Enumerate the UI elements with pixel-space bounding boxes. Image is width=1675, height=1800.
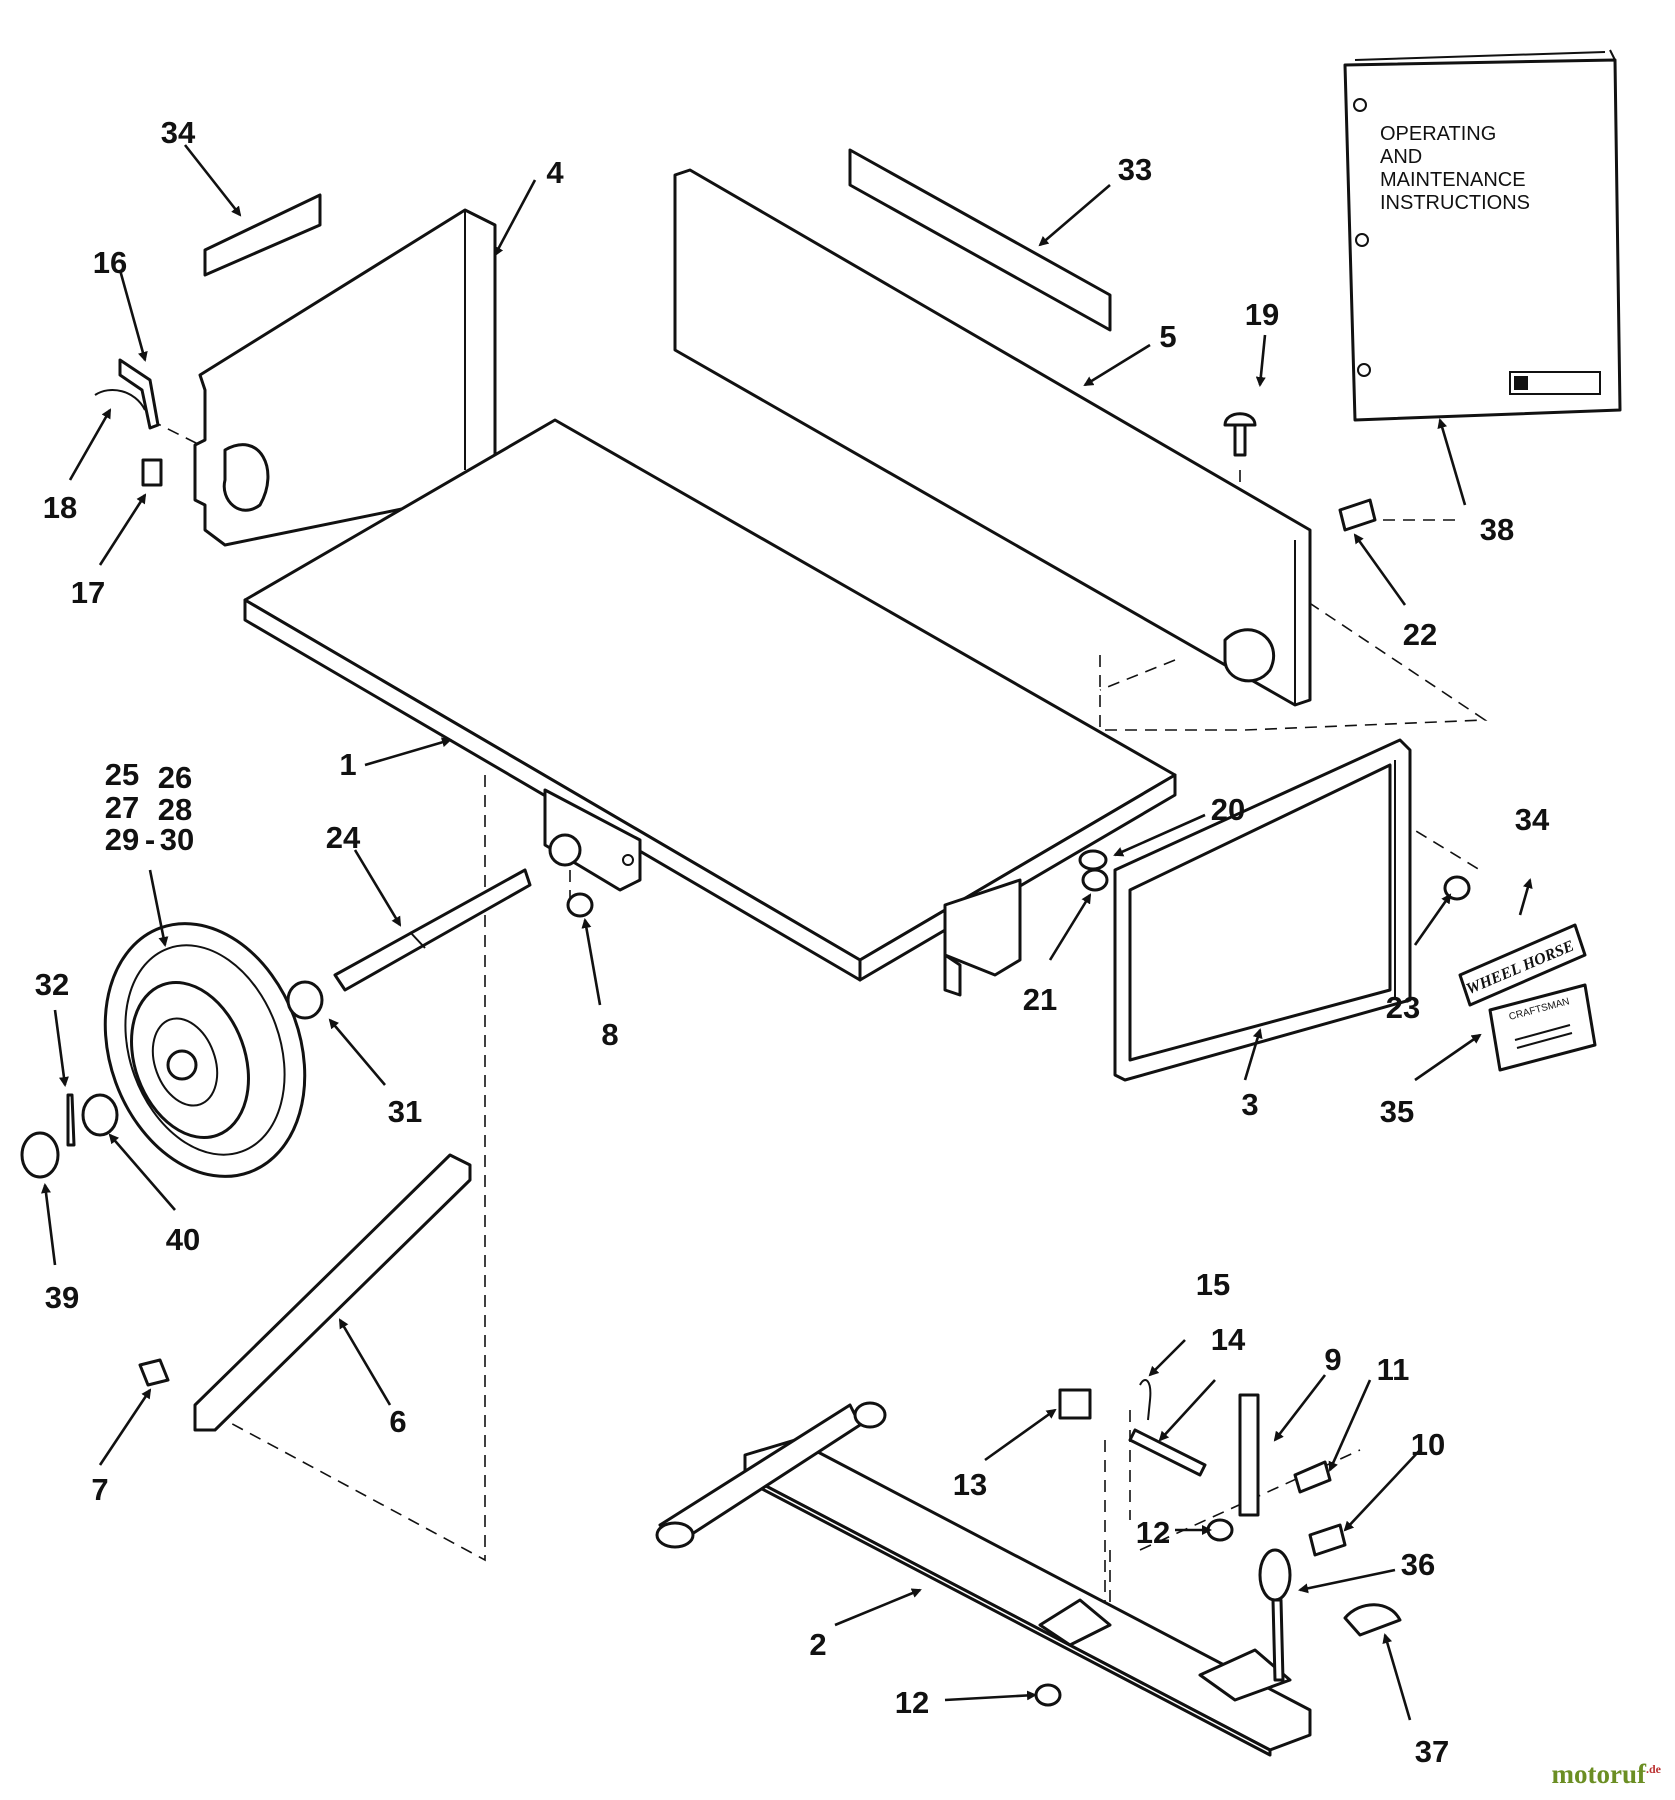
callout-33: 33 (1118, 152, 1152, 187)
wheel-washer-inner (286, 980, 324, 1020)
pin-15 (1139, 1379, 1152, 1421)
spring-17 (141, 458, 163, 487)
callout-29: 29 (105, 822, 139, 857)
callout-12-upper: 12 (1136, 1515, 1170, 1550)
hitch-hardware (1034, 1379, 1402, 1707)
callout-32: 32 (35, 967, 69, 1002)
callout-31: 31 (388, 1094, 422, 1129)
hub-cap (20, 1131, 60, 1179)
nut-8 (566, 892, 594, 918)
callout-12-lower: 12 (895, 1685, 929, 1720)
callout-labels: 1 2 3 4 5 6 7 8 9 10 11 12 12 13 14 15 1… (35, 115, 1550, 1769)
callout-14: 14 (1211, 1322, 1246, 1357)
callout-35: 35 (1380, 1094, 1414, 1129)
callout-40: 40 (166, 1222, 200, 1257)
hardware (94, 358, 1471, 1387)
side-decal-strip (848, 148, 1112, 332)
operating-manual: OPERATING AND MAINTENANCE INSTRUCTIONS (1343, 49, 1622, 422)
callout-19: 19 (1245, 297, 1279, 332)
callout-25: 25 (105, 757, 139, 792)
bolt-11 (1293, 1460, 1332, 1494)
nut-21 (1081, 868, 1109, 892)
watermark: motoruf.de (1552, 1759, 1661, 1790)
hitch-clip-37 (1343, 1603, 1402, 1637)
callout-27: 27 (105, 790, 139, 825)
callout-13: 13 (953, 1467, 987, 1502)
manual-title-line4: INSTRUCTIONS (1380, 192, 1530, 214)
cart-bed (243, 418, 1177, 997)
left-end-panel (193, 208, 497, 547)
callout-38: 38 (1480, 512, 1514, 547)
callout-1: 1 (339, 747, 356, 782)
callout-21: 21 (1023, 982, 1057, 1017)
wheel-washer-outer (81, 1093, 119, 1137)
tongue (655, 1401, 1312, 1757)
manual-title-line1: OPERATING (1380, 123, 1496, 145)
callout-10: 10 (1411, 1427, 1445, 1462)
callout-7: 7 (91, 1472, 108, 1507)
side-panel (673, 168, 1312, 707)
watermark-text: motoruf (1551, 1759, 1646, 1789)
callout-17: 17 (71, 575, 105, 610)
spring-13 (1058, 1388, 1092, 1420)
axle (333, 868, 532, 992)
callout-28: 28 (158, 792, 192, 827)
callout-34-top: 34 (161, 115, 196, 150)
watermark-suffix: .de (1646, 1762, 1661, 1776)
nut-12b (1034, 1683, 1062, 1707)
callout-22: 22 (1403, 617, 1437, 652)
callout-24: 24 (326, 820, 361, 855)
callout-3: 3 (1241, 1087, 1258, 1122)
bolt-10 (1308, 1523, 1347, 1557)
callout-26: 26 (158, 760, 192, 795)
latch-plate-9 (1238, 1393, 1260, 1517)
callout-23: 23 (1386, 990, 1420, 1025)
callout-16: 16 (93, 245, 127, 280)
hitch-pin-16 (118, 358, 160, 430)
callout-18: 18 (43, 490, 77, 525)
callout-6: 6 (389, 1404, 406, 1439)
hairpin-18 (94, 389, 146, 411)
pin-14 (1128, 1428, 1207, 1477)
wheel-assembly (103, 922, 307, 1178)
callout-15: 15 (1196, 1267, 1230, 1302)
bolt-22 (1338, 498, 1377, 532)
manual-logo (1509, 371, 1601, 395)
callout-8: 8 (601, 1017, 618, 1052)
callout-9: 9 (1324, 1342, 1341, 1377)
callout-39: 39 (45, 1280, 79, 1315)
callout-2: 2 (809, 1627, 826, 1662)
carriage-bolt-19 (1223, 412, 1257, 457)
hitch-pin-ring-36 (1258, 1548, 1292, 1602)
callout-arrows (41, 144, 1533, 1721)
callout-29-30-dash: - (145, 822, 155, 857)
callout-36: 36 (1401, 1547, 1435, 1582)
manual-title-line2: AND (1380, 146, 1422, 168)
left-decal-strip (203, 193, 322, 277)
callout-4: 4 (546, 155, 564, 190)
bolt-7 (138, 1358, 170, 1387)
nut-12a (1206, 1518, 1234, 1542)
callout-37: 37 (1415, 1734, 1449, 1769)
callout-30: 30 (160, 822, 194, 857)
cotter-pin-wheel (66, 1093, 76, 1147)
end-gate (1113, 738, 1412, 1082)
manual-title-line3: MAINTENANCE (1380, 169, 1526, 191)
brace-bar (193, 1153, 472, 1432)
washer-20 (1078, 849, 1108, 871)
callout-11: 11 (1377, 1352, 1410, 1387)
callout-34-right: 34 (1515, 802, 1550, 837)
callout-20: 20 (1211, 792, 1245, 827)
callout-5: 5 (1159, 319, 1176, 354)
craftsman-decal: CRAFTSMAN (1488, 983, 1597, 1072)
